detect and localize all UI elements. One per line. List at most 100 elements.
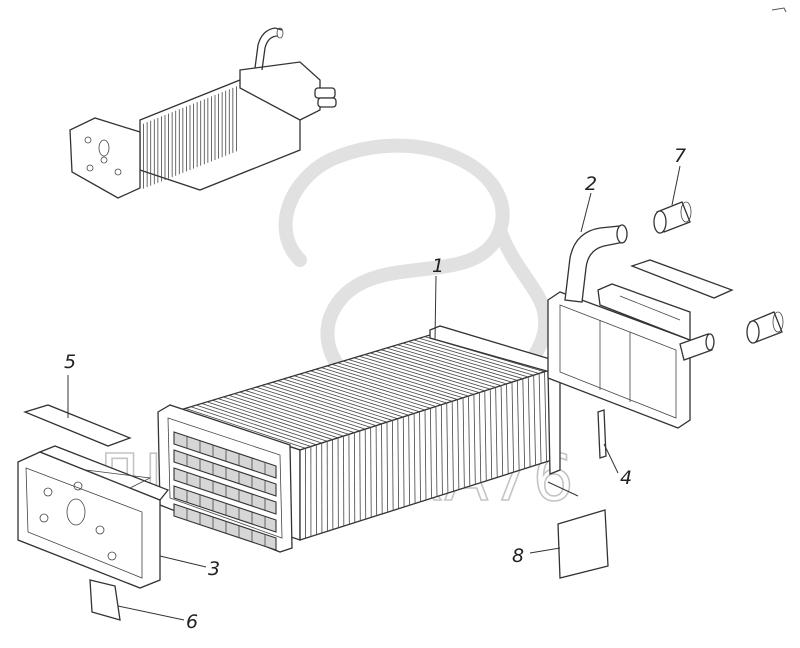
fin-line: [212, 399, 333, 440]
fin-line: [397, 344, 518, 381]
fin-line: [402, 416, 405, 507]
fin-line: [321, 367, 442, 406]
fin-line: [419, 337, 540, 374]
fin-line: [451, 401, 454, 492]
callout-3: 3: [208, 558, 220, 580]
right-tank: [547, 224, 715, 429]
callout-6: 6: [186, 611, 198, 633]
tube-row: [173, 467, 277, 515]
fin-line: [223, 396, 344, 437]
callout-labels: 1 2 3 4 5 6 7 8: [64, 145, 686, 633]
fin-line: [500, 385, 504, 476]
fin-line: [430, 408, 432, 499]
fin-line: [255, 386, 377, 427]
fin-line: [391, 420, 394, 511]
fin-line: [207, 401, 328, 442]
fin-line: [294, 375, 415, 414]
pad-6: [89, 579, 121, 621]
fin-line: [380, 349, 502, 387]
gasket-strip-5: [23, 404, 132, 447]
callout-5: 5: [64, 351, 76, 373]
fin-line: [326, 365, 447, 404]
fin-line: [533, 375, 536, 466]
fin-line: [506, 383, 509, 474]
fin-line: [408, 341, 529, 378]
fin-line: [544, 371, 547, 462]
fin-line: [522, 378, 526, 469]
fin-line: [370, 427, 372, 518]
leader-lines: [67, 165, 681, 621]
rod-4: [597, 409, 607, 459]
fin-line: [527, 376, 531, 467]
fin-line: [489, 389, 493, 480]
callout-1: 1: [432, 255, 444, 277]
fin-line: [413, 339, 534, 376]
tube-row: [173, 449, 277, 497]
fin-line: [375, 350, 496, 388]
fin-line: [217, 398, 339, 439]
fin-line: [348, 359, 469, 397]
fin-line: [245, 390, 366, 430]
assembled-heater-preview: [69, 27, 337, 199]
fin-line: [446, 403, 449, 494]
fin-line: [484, 390, 487, 481]
fin-line: [381, 423, 383, 514]
fin-line: [304, 372, 426, 411]
left-tank: [17, 445, 170, 589]
fin-line: [364, 354, 485, 392]
fin-line: [391, 346, 513, 383]
fin-line: [468, 396, 471, 487]
fin-line: [310, 370, 431, 409]
fin-line: [364, 429, 367, 520]
fin-line: [473, 394, 476, 485]
fin-line: [413, 413, 416, 504]
fin-line: [315, 368, 436, 407]
fin-line: [353, 357, 475, 395]
fin-line: [299, 373, 420, 413]
callout-8: 8: [512, 545, 524, 567]
fin-line: [277, 380, 398, 420]
fin-line: [402, 342, 523, 380]
fin-line: [342, 360, 464, 399]
fin-line: [239, 391, 360, 432]
fin-line: [516, 380, 520, 471]
fin-line: [283, 378, 404, 418]
fin-line: [228, 394, 350, 435]
gasket-strip-top: [630, 259, 734, 299]
fin-line: [190, 406, 311, 447]
fin-line: [440, 404, 443, 495]
fin-line: [462, 397, 465, 488]
fin-line: [234, 393, 355, 433]
fin-line: [511, 382, 515, 473]
tube-row: [173, 485, 277, 533]
fin-line: [386, 422, 389, 513]
fin-line: [266, 383, 388, 423]
fin-line: [478, 392, 482, 483]
callout-7: 7: [674, 145, 686, 167]
caps-7: [653, 201, 784, 344]
fin-line: [538, 373, 542, 464]
fin-line: [288, 377, 409, 416]
fin-line: [337, 362, 458, 400]
callout-2: 2: [585, 173, 597, 195]
callout-4: 4: [620, 467, 632, 489]
pad-8: [557, 509, 609, 579]
fin-line: [457, 399, 460, 490]
fin-line: [424, 409, 427, 501]
fin-line: [397, 418, 400, 509]
fin-line: [375, 425, 378, 516]
fin-line: [408, 415, 410, 506]
fin-line: [261, 385, 382, 425]
fin-line: [419, 411, 421, 502]
fin-line: [386, 347, 507, 385]
fin-line: [185, 407, 306, 449]
fin-line: [250, 388, 371, 428]
fin-line: [196, 404, 317, 446]
fin-line: [495, 387, 498, 478]
fin-line: [272, 381, 393, 421]
corner-mark: [771, 7, 787, 13]
heater-core: [157, 325, 561, 553]
fin-line: [359, 355, 480, 393]
tube-row: [173, 431, 277, 479]
